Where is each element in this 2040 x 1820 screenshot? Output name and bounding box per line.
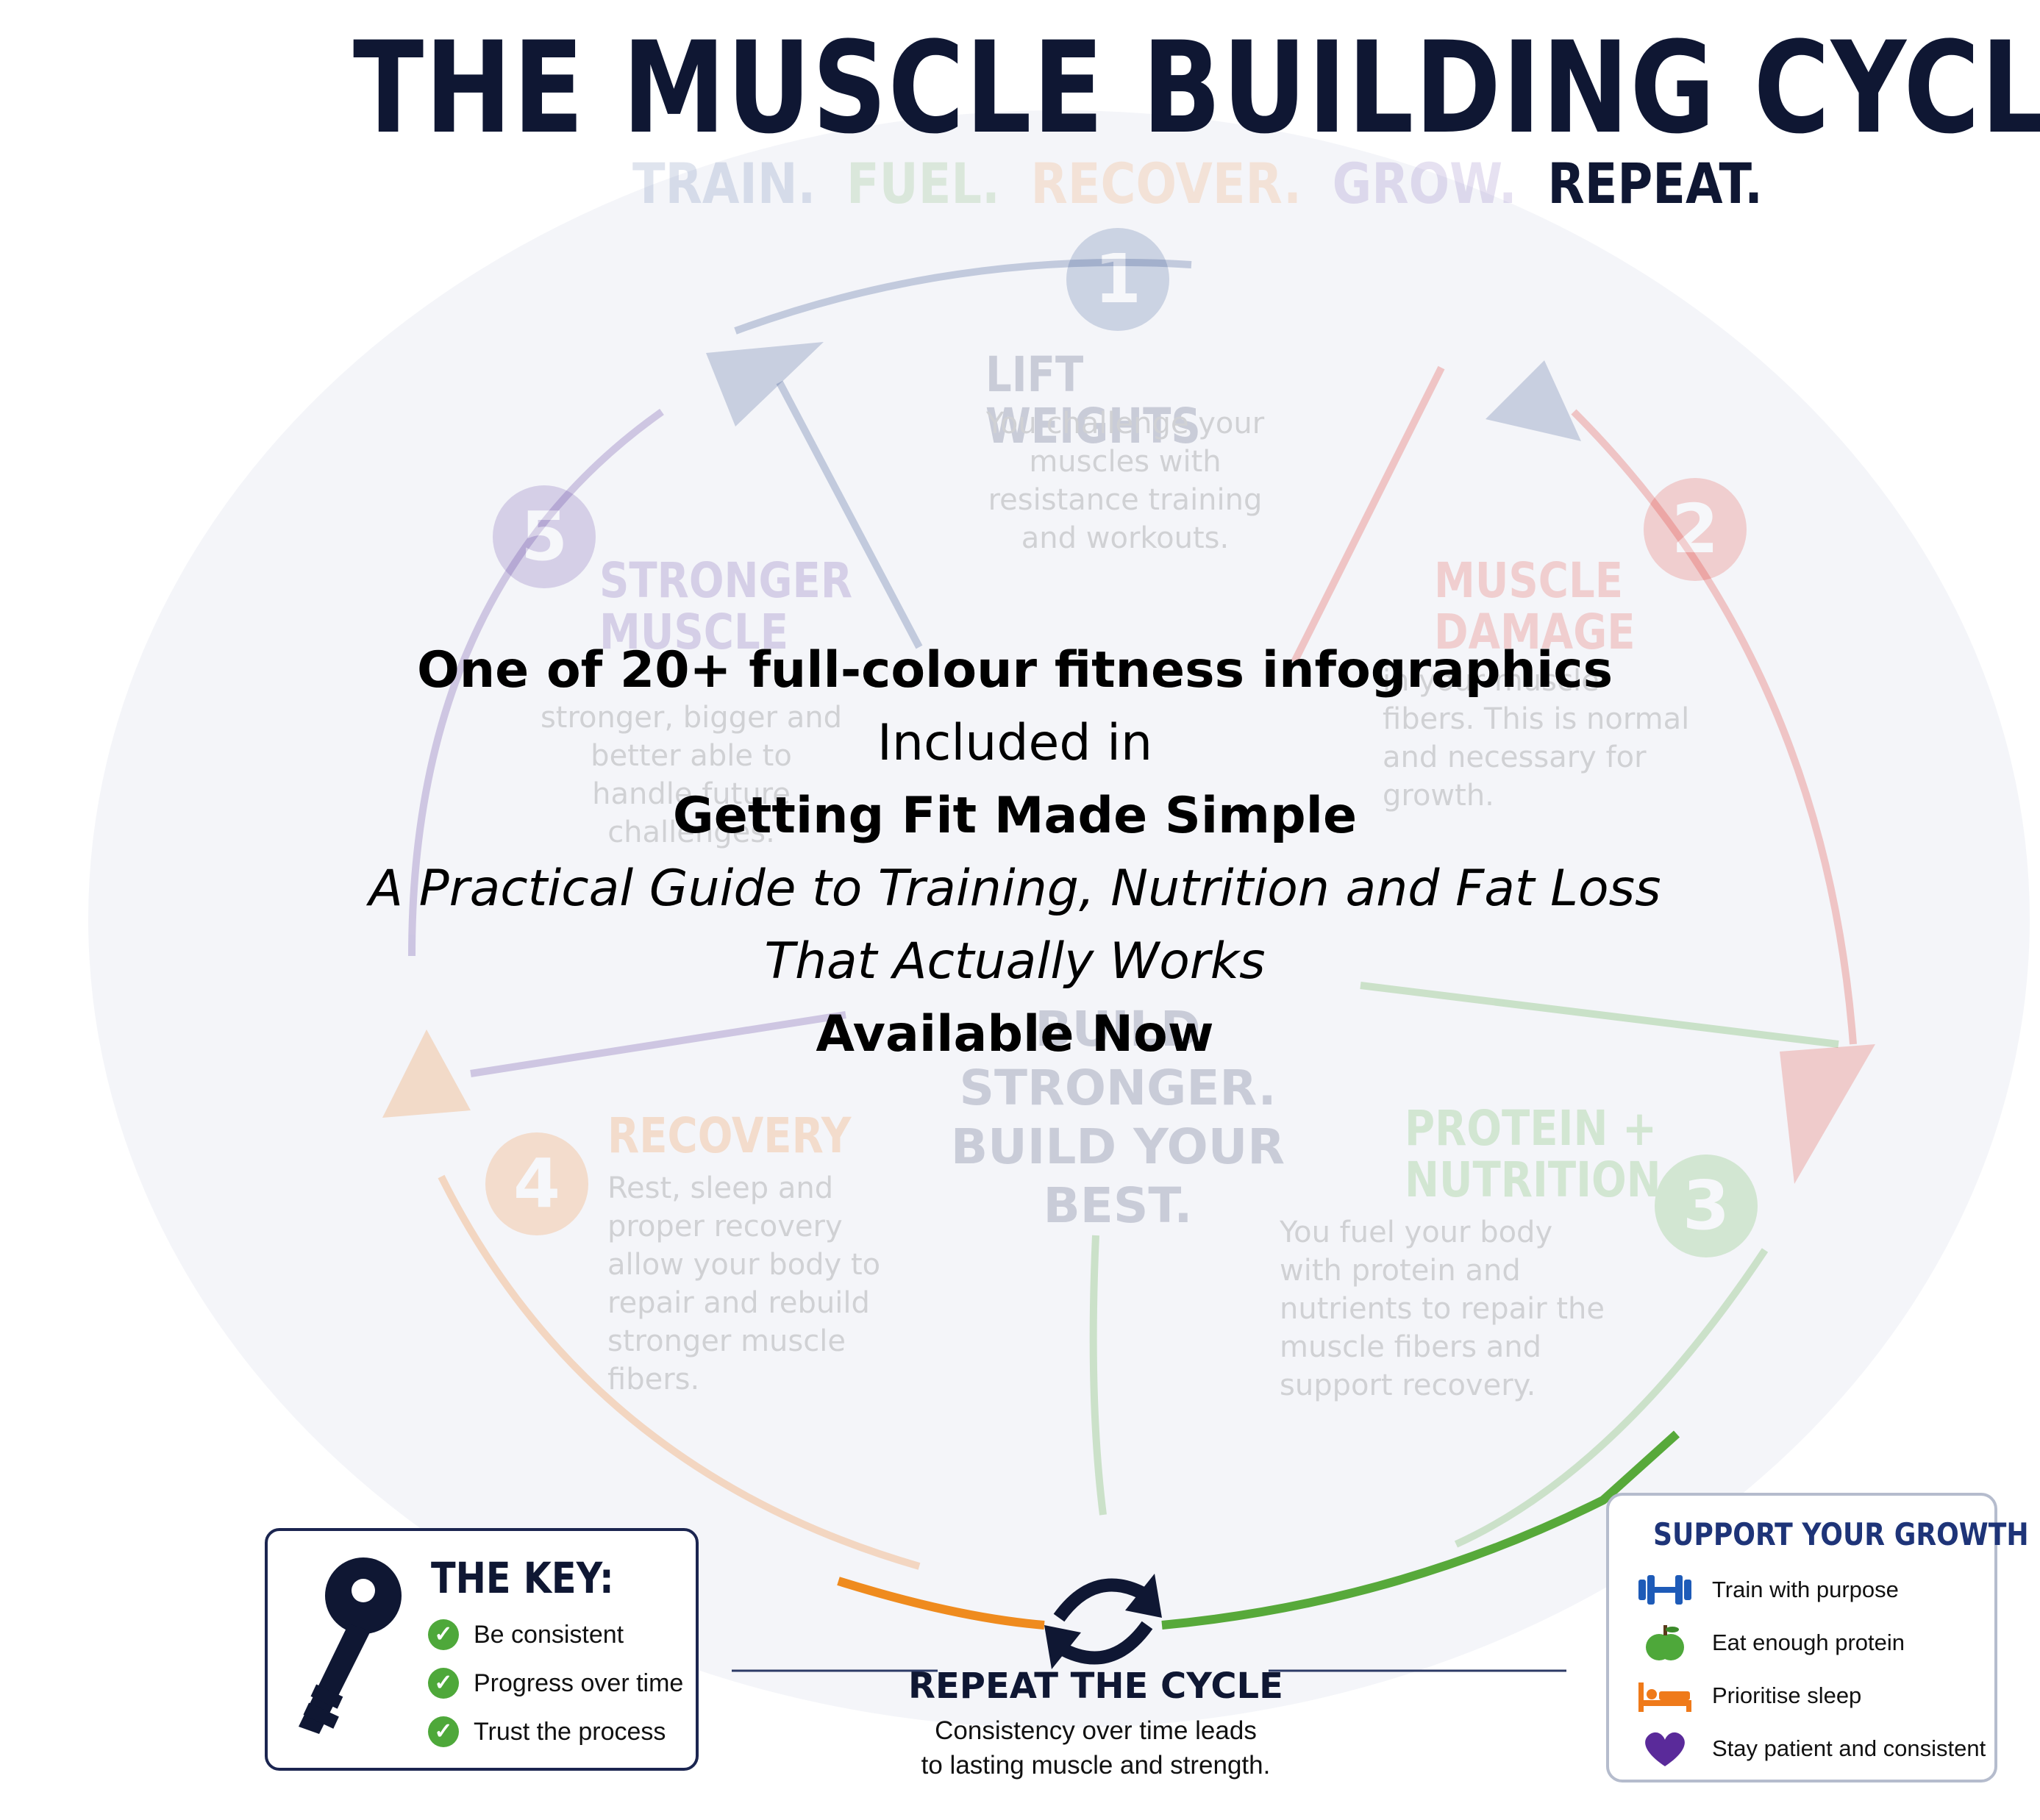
center-slogan: BUILD STRONGER. BUILD YOUR BEST. xyxy=(912,1000,1324,1235)
support-item-4: Stay patient and consistent xyxy=(1636,1728,1986,1769)
repeat-cycle-icon xyxy=(1044,1574,1162,1669)
promo-available: Available Now xyxy=(816,1005,1214,1063)
repeat-desc-line-2: to lasting muscle and strength. xyxy=(921,1751,1271,1780)
step-2-number: 2 xyxy=(1644,478,1747,581)
key-item-3: ✓ Trust the process xyxy=(428,1716,666,1747)
promo-line-2: Included in xyxy=(877,714,1153,772)
tagline-repeat: REPEAT. xyxy=(1547,151,1763,216)
background-glow xyxy=(88,110,2030,1728)
spoke-3 xyxy=(1360,982,1839,1048)
arc-purple xyxy=(408,408,664,957)
step-2-desc: in your muscle fibers. This is normal an… xyxy=(1383,664,1690,813)
step-4-desc: Rest, sleep and proper recovery allow yo… xyxy=(607,1171,881,1396)
key-item-1: ✓ Be consistent xyxy=(428,1619,624,1650)
check-icon: ✓ xyxy=(428,1619,459,1650)
tagline-recover: RECOVER. xyxy=(1030,151,1302,216)
support-item-label: Prioritise sleep xyxy=(1712,1682,1862,1708)
support-title: SUPPORT YOUR GROWTH xyxy=(1653,1516,2029,1552)
support-item-label: Train with purpose xyxy=(1712,1577,1899,1602)
step-1-number: 1 xyxy=(1066,228,1169,331)
support-item-1: Train with purpose xyxy=(1636,1569,1899,1610)
spoke-4 xyxy=(1089,1235,1107,1516)
repeat-desc: Consistency over time leads to lasting m… xyxy=(868,1713,1324,1782)
key-item-2: ✓ Progress over time xyxy=(428,1668,683,1699)
repeat-title: REPEAT THE CYCLE xyxy=(908,1666,1283,1707)
cycle-ring xyxy=(408,258,1857,1570)
tagline-grow: GROW. xyxy=(1332,151,1517,216)
tagline-train: TRAIN. xyxy=(632,151,816,216)
step-2-title: MUSCLE DAMAGE xyxy=(1434,552,1636,660)
arc-blue xyxy=(734,258,1192,335)
step-5-desc: stronger, bigger and better able to hand… xyxy=(540,701,843,849)
tagline: TRAIN. FUEL. RECOVER. GROW. REPEAT. xyxy=(632,151,1777,216)
heart-icon xyxy=(1645,1732,1685,1766)
key-item-label: Progress over time xyxy=(474,1669,684,1697)
promo-book-title: Getting Fit Made Simple xyxy=(672,787,1358,845)
support-item-label: Eat enough protein xyxy=(1712,1630,1905,1655)
step-3-desc: You fuel your body with protein and nutr… xyxy=(1280,1216,1605,1402)
promo-subtitle-2: That Actually Works xyxy=(764,932,1266,991)
promo-subtitle-1: A Practical Guide to Training, Nutrition… xyxy=(368,860,1661,918)
arc-green xyxy=(1454,1248,1769,1548)
step-1-title: LIFT WEIGHTS xyxy=(985,346,1201,454)
arrow-3 xyxy=(1780,1044,1875,1184)
repeat-icon-top xyxy=(1053,1578,1151,1622)
center-line-2: BUILD YOUR BEST. xyxy=(950,1118,1285,1234)
key-icon xyxy=(299,1557,402,1734)
repeat-icon-bottom xyxy=(1055,1621,1153,1665)
check-icon: ✓ xyxy=(428,1716,459,1747)
tagline-fuel: FUEL. xyxy=(846,151,1000,216)
step-3-number: 3 xyxy=(1655,1155,1758,1257)
arrow-4 xyxy=(382,1029,471,1118)
spoke-2 xyxy=(1291,365,1445,664)
main-title: THE MUSCLE BUILDING CYCLE xyxy=(353,14,2040,162)
arrow-2 xyxy=(1486,360,1581,441)
key-item-label: Trust the process xyxy=(474,1717,666,1746)
check-icon: ✓ xyxy=(428,1668,459,1699)
support-item-2: Eat enough protein xyxy=(1636,1622,1905,1663)
arc-red xyxy=(1571,409,1857,1045)
step-5-title: STRONGER MUSCLE xyxy=(599,552,853,660)
support-box: SUPPORT YOUR GROWTH Train with purpose E… xyxy=(1606,1493,2029,1782)
repeat-icon-bottom-head xyxy=(1044,1625,1081,1669)
repeat-arc-orange xyxy=(837,1577,1045,1630)
promo-text: One of 20+ full-colour fitness infograph… xyxy=(206,634,1824,1071)
repeat-desc-line-1: Consistency over time leads xyxy=(935,1716,1257,1745)
arrow-1 xyxy=(706,342,824,427)
dumbbell-icon xyxy=(1638,1575,1691,1605)
support-item-3: Prioritise sleep xyxy=(1636,1675,1861,1716)
support-item-label: Stay patient and consistent xyxy=(1712,1735,1986,1761)
apple-icon xyxy=(1646,1625,1684,1660)
spoke-1 xyxy=(776,380,923,649)
key-item-label: Be consistent xyxy=(474,1620,624,1649)
step-5-number: 5 xyxy=(493,485,596,588)
bed-icon xyxy=(1638,1682,1691,1712)
repeat-icon-top-head xyxy=(1125,1574,1162,1618)
key-title: THE KEY: xyxy=(431,1553,614,1603)
cycle-arrows xyxy=(382,342,1875,1184)
step-4-title: RECOVERY xyxy=(607,1107,852,1164)
spoke-5 xyxy=(470,1011,846,1077)
arc-orange xyxy=(438,1174,921,1570)
key-box: THE KEY: ✓ Be consistent ✓ Progress over… xyxy=(265,1528,699,1771)
center-line-1: BUILD STRONGER. xyxy=(959,1001,1277,1116)
step-4-number: 4 xyxy=(485,1132,588,1235)
step-1-desc: You challenge your muscles with resistan… xyxy=(985,407,1265,555)
step-3-title: PROTEIN + NUTRITION xyxy=(1405,1100,1661,1208)
repeat-arc-green xyxy=(1161,1430,1680,1630)
promo-line-1: One of 20+ full-colour fitness infograph… xyxy=(416,641,1613,699)
